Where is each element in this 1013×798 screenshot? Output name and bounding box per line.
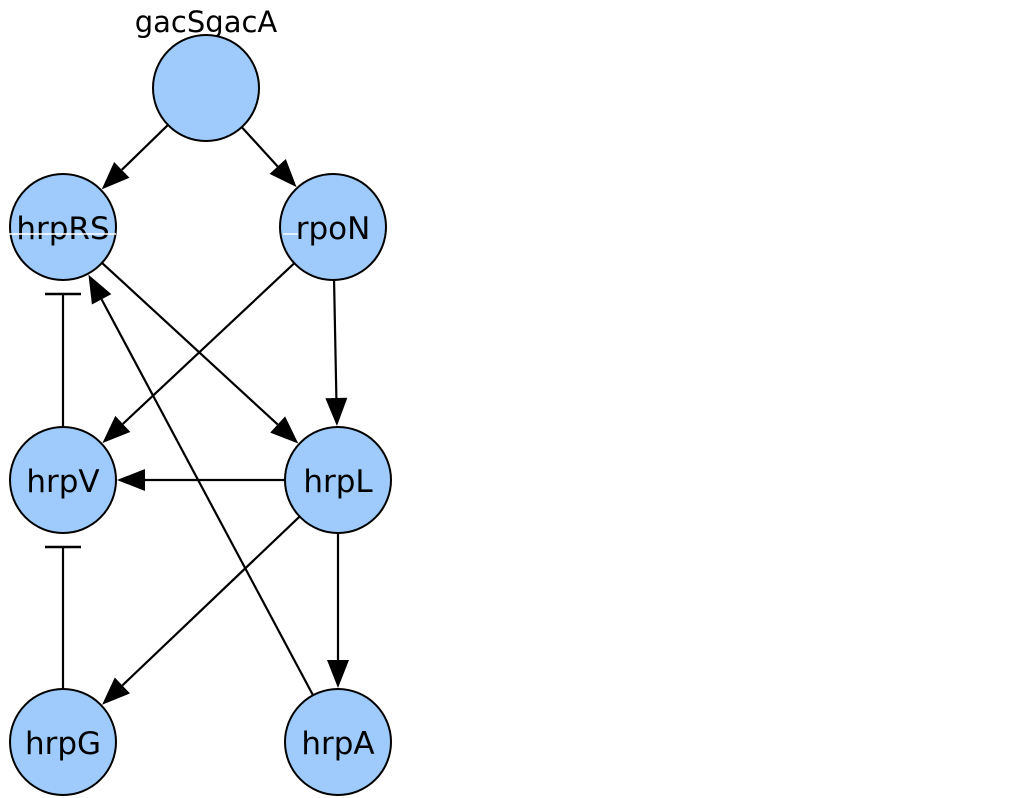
arrowhead	[325, 397, 348, 427]
arrowhead	[101, 161, 130, 190]
node-label: hrpA	[301, 726, 374, 762]
node-hrpG: hrpG	[9, 688, 117, 796]
arrowhead	[102, 415, 131, 444]
arrowhead	[88, 274, 112, 305]
edge-rpoN-to-hrpL	[325, 279, 348, 427]
node-circle	[152, 34, 260, 142]
edge-hrpV-to-hrpRS	[45, 292, 81, 427]
arrowhead	[327, 660, 349, 688]
edge-hrpRS-to-hrpL	[101, 262, 299, 444]
node-label: hrpV	[26, 464, 99, 500]
node-label: rpoN	[296, 211, 371, 247]
edge-hrpA-to-hrpRS	[88, 274, 315, 696]
edge-line	[122, 262, 296, 425]
arrowhead	[117, 469, 145, 491]
edge-line	[121, 124, 169, 171]
edge-line	[100, 298, 315, 696]
edge-hrpL-to-hrpA	[327, 533, 349, 688]
edge-line	[101, 262, 279, 426]
edge-line	[121, 515, 301, 687]
top-label-gacSgacA: gacSgacA	[135, 5, 278, 39]
edge-gacSgacA-to-rpoN	[240, 126, 297, 188]
node-circle	[284, 426, 392, 534]
edge-hrpL-to-hrpV	[117, 469, 285, 491]
edge-line	[332, 279, 338, 399]
node-gacSgacA	[152, 34, 260, 142]
nodes-layer: hrpRS rpoN hrpV hrpL hrpG hrpA	[9, 34, 392, 796]
edge-hrpG-to-hrpV	[45, 545, 81, 689]
node-circle	[9, 173, 117, 281]
node-circle	[279, 173, 387, 281]
node-hrpV: hrpV	[9, 426, 117, 534]
node-hrpA: hrpA	[284, 688, 392, 796]
node-label: hrpRS	[16, 211, 109, 247]
node-label: hrpG	[25, 726, 101, 762]
node-rpoN: rpoN	[279, 173, 387, 281]
edge-hrpL-to-hrpG	[102, 515, 301, 705]
edge-line	[240, 126, 279, 168]
node-label: hrpL	[303, 464, 373, 500]
edges-layer	[45, 124, 349, 705]
node-circle	[9, 688, 117, 796]
node-hrpRS: hrpRS	[9, 173, 117, 281]
arrowhead	[270, 416, 299, 444]
edge-rpoN-to-hrpV	[102, 262, 296, 444]
node-circle	[284, 688, 392, 796]
arrowhead	[269, 159, 297, 188]
node-circle	[9, 426, 117, 534]
node-hrpL: hrpL	[284, 426, 392, 534]
arrowhead	[102, 677, 130, 705]
edge-gacSgacA-to-hrpRS	[101, 124, 169, 190]
